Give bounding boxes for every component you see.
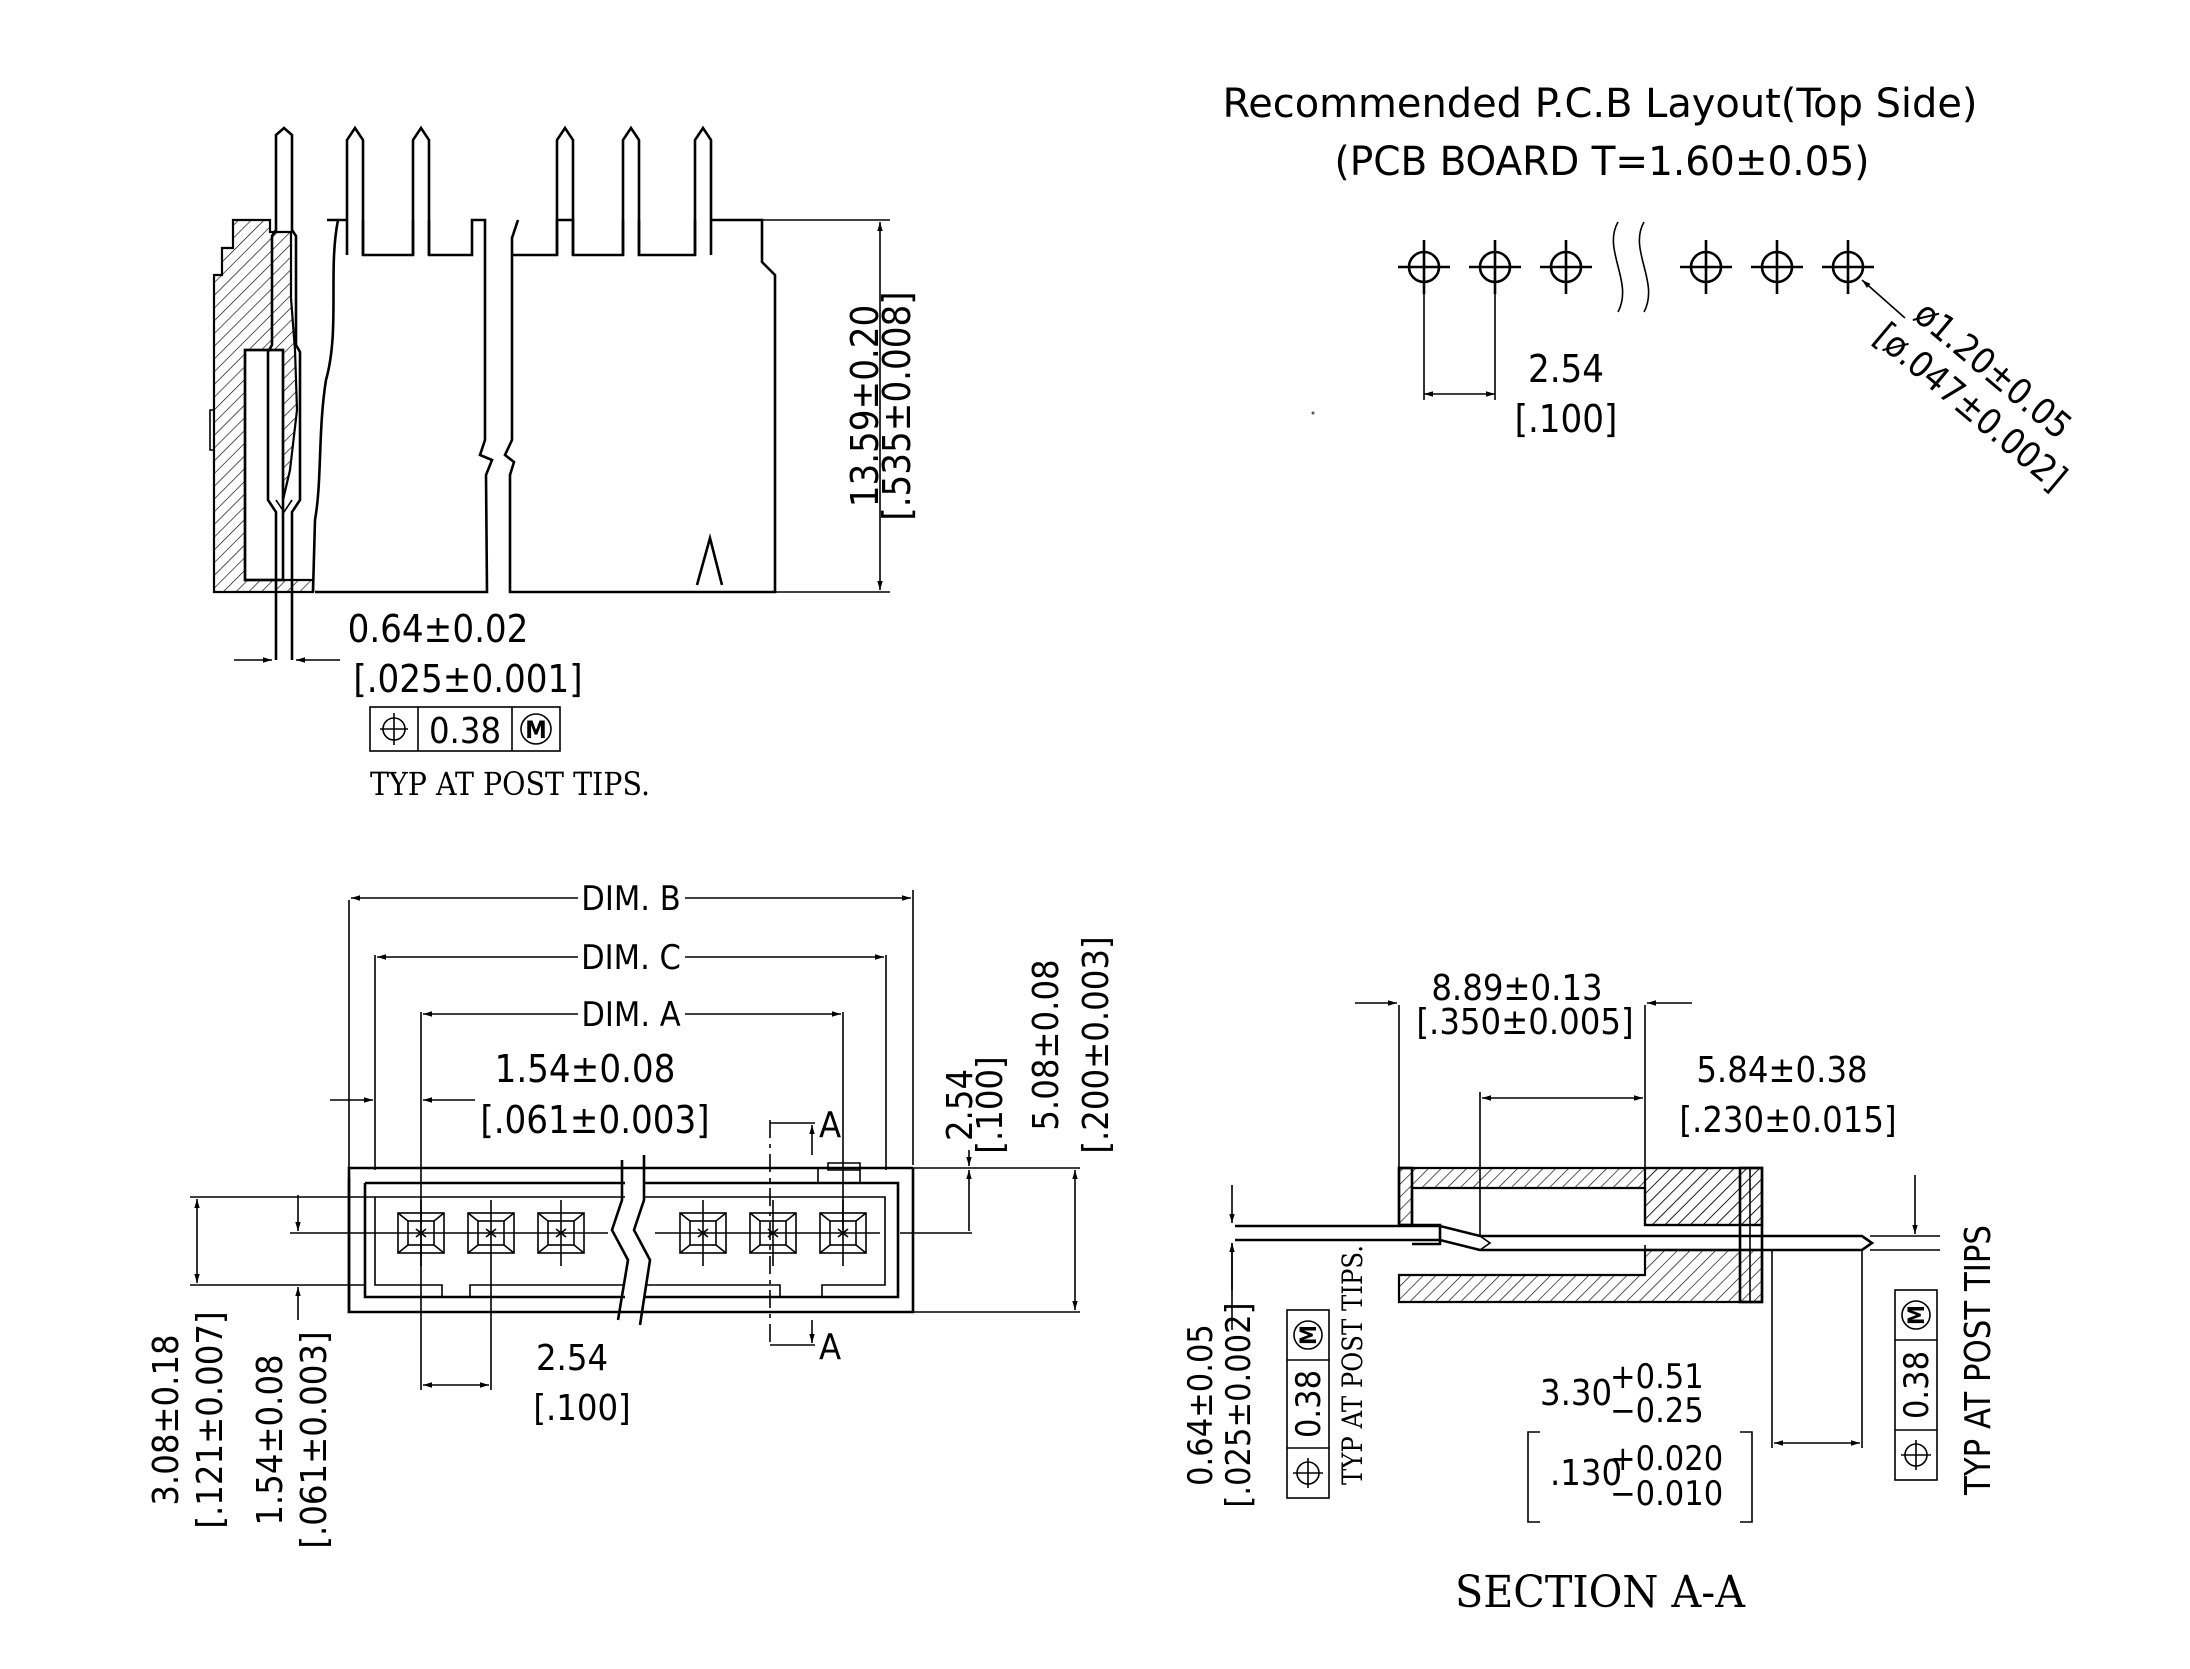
side-post-in: [.025±0.001] xyxy=(353,657,582,701)
side-note: TYP AT POST TIPS. xyxy=(370,765,650,803)
section-tail-in: [.230±0.015] xyxy=(1679,1100,1896,1141)
side-height-mm: 13.59±0.20 xyxy=(843,305,887,508)
section-post-mm: 0.64±0.05 xyxy=(1181,1324,1221,1486)
pcb-holes xyxy=(1398,240,1874,294)
top-view: DIM. B DIM. C DIM. A 1.54±0.08 [.061±0.0… xyxy=(146,879,1117,1549)
side-view: 13.59±0.20 [.535±0.008] 0.64±0.02 [.025±… xyxy=(209,125,919,803)
top-row-mm: 3.08±0.18 xyxy=(146,1334,187,1505)
section-pcb-tol-minus-mm: −0.25 xyxy=(1610,1391,1704,1431)
mmc-icon xyxy=(1901,1300,1931,1330)
section-pcb-base-mm: 3.30 xyxy=(1540,1373,1612,1414)
dim-b-label: DIM. B xyxy=(581,879,680,919)
section-tol-value-right: 0.38 xyxy=(1897,1351,1937,1419)
dim-c-label: DIM. C xyxy=(581,938,681,978)
pcb-layout-title: Recommended P.C.B Layout(Top Side) xyxy=(1223,81,1978,127)
section-a-a: 8.89±0.13 [.350±0.005] 5.84±0.38 [.230±0… xyxy=(1181,968,1999,1618)
section-pcb-tol-plus-in: +0.020 xyxy=(1610,1439,1723,1479)
side-height-dimension: 13.59±0.20 [.535±0.008] xyxy=(762,219,919,593)
side-tol-modifier: M xyxy=(525,716,547,744)
pcb-layout: Recommended P.C.B Layout(Top Side) (PCB … xyxy=(1223,81,2079,499)
top-offset-mm: 1.54±0.08 xyxy=(495,1047,676,1091)
top-width-mm: 5.08±0.08 xyxy=(1026,959,1067,1130)
pcb-break-mark xyxy=(1612,221,1650,313)
position-icon xyxy=(1901,1440,1931,1470)
pcb-layout-subtitle: (PCB BOARD T=1.60±0.05) xyxy=(1335,139,1870,185)
top-half-pitch-in: [.100] xyxy=(970,1056,1011,1153)
top-center-mm: 1.54±0.08 xyxy=(250,1354,291,1525)
section-body-mm: 8.89±0.13 xyxy=(1431,968,1602,1009)
mmc-icon xyxy=(520,713,552,745)
side-height-in: [.535±0.008] xyxy=(875,291,919,520)
section-housing-lower xyxy=(1397,1248,1764,1304)
section-tolerance-frame-left: M 0.38 TYP AT POST TIPS. xyxy=(1286,1245,1369,1499)
section-body-in: [.350±0.005] xyxy=(1416,1002,1633,1043)
section-tol-modifier-left: M xyxy=(1297,1325,1322,1345)
top-width-in: [.200±0.003] xyxy=(1076,936,1117,1153)
section-note-right: TYP AT POST TIPS xyxy=(1958,1225,1999,1496)
section-mark-bottom: A xyxy=(819,1327,841,1368)
position-icon xyxy=(1293,1458,1323,1488)
section-tol-value-left: 0.38 xyxy=(1289,1370,1329,1438)
position-icon xyxy=(380,713,408,745)
mmc-icon xyxy=(1293,1320,1323,1350)
pcb-pitch-in: [.100] xyxy=(1515,397,1618,441)
stray-mark xyxy=(1311,411,1315,415)
section-cut-line: A A xyxy=(769,1105,841,1368)
section-pcb-tol-plus-mm: +0.51 xyxy=(1610,1357,1704,1397)
section-title: SECTION A-A xyxy=(1455,1567,1746,1618)
section-tol-modifier-right: M xyxy=(1905,1305,1930,1325)
side-post-mm: 0.64±0.02 xyxy=(348,607,529,651)
top-pitch-in: [.100] xyxy=(533,1388,630,1429)
section-mark-top: A xyxy=(819,1105,841,1146)
pcb-hole-dimension: ø1.20±0.05 [ø.047±0.002] xyxy=(1861,279,2079,499)
pcb-pitch-mm: 2.54 xyxy=(1528,347,1604,391)
section-note-left: TYP AT POST TIPS. xyxy=(1336,1245,1369,1485)
dim-a-label: DIM. A xyxy=(581,995,680,1035)
section-tail-mm: 5.84±0.38 xyxy=(1696,1050,1867,1091)
top-pitch-mm: 2.54 xyxy=(536,1338,608,1379)
section-tolerance-frame-right: M 0.38 TYP AT POST TIPS xyxy=(1894,1225,1999,1496)
side-pins xyxy=(345,125,713,255)
top-row-in: [.121±0.007] xyxy=(190,1311,231,1528)
side-tolerance-frame: 0.38 M xyxy=(369,706,561,752)
housing-wall-section xyxy=(212,218,315,594)
section-post-in: [.025±0.002] xyxy=(1219,1302,1259,1507)
side-post-dimension: 0.64±0.02 [.025±0.001] xyxy=(234,607,583,701)
top-center-in: [.061±0.003] xyxy=(294,1331,335,1548)
side-tol-value: 0.38 xyxy=(429,711,501,752)
top-pins xyxy=(385,1200,880,1390)
section-pcb-base-in: .130 xyxy=(1550,1453,1622,1494)
pcb-pitch-dimension: 2.54 [.100] xyxy=(1423,283,1618,441)
top-half-pitch-mm: 2.54 xyxy=(940,1069,981,1141)
top-offset-in: [.061±0.003] xyxy=(480,1098,709,1142)
section-pcb-tol-minus-in: −0.010 xyxy=(1610,1474,1723,1514)
